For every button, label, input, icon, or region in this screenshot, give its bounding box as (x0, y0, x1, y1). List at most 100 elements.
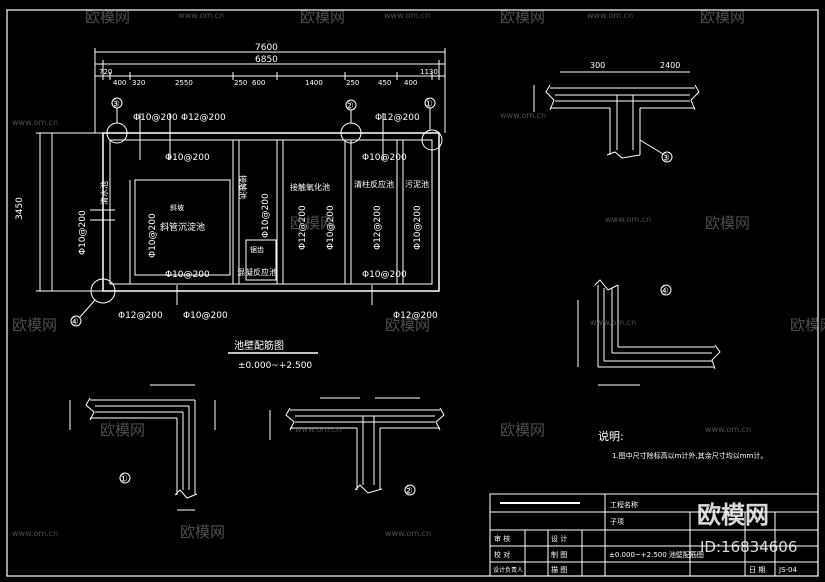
watermark-brand-11: 欧模网 (500, 421, 545, 439)
plan-elevation: ±0.000~+2.500 (238, 361, 312, 371)
room-coagulation: 混凝反应池 (237, 267, 277, 277)
small-label: 锯齿 (250, 245, 264, 254)
tb-role-8: 描 图 (551, 565, 567, 574)
tb-role-5: 设 计 (551, 534, 567, 543)
watermark-brand-6: 欧模网 (705, 214, 750, 232)
detail-3 (533, 71, 700, 163)
notes-line-1: 1.图中尺寸除标高以m计外,其余尺寸均以mm计。 (612, 451, 767, 460)
room-sludge: 污泥池 (405, 179, 429, 189)
tb-role-1: 审 核 (494, 534, 510, 543)
room-oxidation: 接触氧化池 (290, 182, 330, 192)
reaction-box (245, 239, 277, 281)
watermark-url-6: www.om.cn (605, 215, 651, 224)
watermark-brand-8: 欧模网 (385, 316, 430, 334)
room-clear-water: 清水池 (99, 181, 109, 205)
watermark-url-1: www.om.cn (178, 11, 224, 20)
detail-1 (69, 384, 216, 511)
watermark-brand-1: 欧模网 (85, 8, 130, 26)
watermark-url-10: www.om.cn (12, 529, 58, 538)
dim-top-9: 400 (404, 79, 417, 87)
watermark-url-11: www.om.cn (385, 529, 431, 538)
rebar-label-11: Φ10@200 (78, 210, 88, 255)
dim-top-8: 450 (378, 79, 391, 87)
plan-inner-wall (109, 139, 433, 285)
marker-4: ④ (70, 317, 79, 328)
dim-top-4: 250 (234, 79, 247, 87)
rebar-label-8: Φ12@200 (118, 311, 163, 321)
tb-role-7: 制 图 (551, 550, 567, 559)
watermark-url-5: www.om.cn (500, 111, 546, 120)
detail-4 (577, 279, 721, 386)
watermark-url-7: www.om.cn (590, 318, 636, 327)
dim-top-5: 600 (252, 79, 265, 87)
rebar-label-7: Φ10@200 (362, 270, 407, 280)
slope-label: 斜坡 (170, 203, 184, 212)
watermark-brand-4: 欧模网 (700, 8, 745, 26)
tb-date-label: 日 期 (749, 566, 765, 574)
room-reaction: 清柱反应池 (354, 179, 394, 189)
watermark-brand-10: 欧模网 (100, 421, 145, 439)
dim-top-3: 2550 (175, 79, 193, 87)
dim-top-2: 320 (132, 79, 145, 87)
watermark-brand-2: 欧模网 (300, 8, 345, 26)
marker-4-circle (70, 315, 82, 327)
tb-role-2: 校 对 (494, 550, 510, 559)
room-contact: 接触池 (238, 175, 248, 199)
tb-sub-label: 子项 (610, 518, 624, 526)
rebar-label-3: Φ10@200 (165, 153, 210, 163)
watermark-brand-3: 欧模网 (500, 8, 545, 26)
watermark-brand-large: 欧模网 (697, 501, 769, 529)
dim-inner-width: 6850 (255, 55, 278, 65)
room-inclined-tube: 斜管沉淀池 (160, 221, 205, 233)
detail-1-marker: ① (119, 474, 128, 485)
dim-top-1: 400 (113, 79, 126, 87)
watermark-url-4: www.om.cn (12, 118, 58, 127)
tb-role-3: 设计负责人 (493, 566, 523, 574)
detail-3-marker: ③ (661, 153, 670, 164)
watermark-id: ID:16834606 (700, 538, 797, 556)
marker-3: ③ (111, 99, 120, 110)
detail-3-dim-1: 300 (590, 61, 605, 70)
dim-top-7: 250 (346, 79, 359, 87)
detail-3-dim-2: 2400 (660, 61, 680, 70)
watermark-url-8: www.om.cn (295, 425, 341, 434)
plan-outer-wall (102, 132, 440, 292)
plan-title: 池壁配筋图 (234, 339, 284, 352)
dim-height: 3450 (15, 197, 25, 220)
watermark-brand-9: 欧模网 (790, 316, 825, 334)
detail-2 (269, 397, 445, 496)
tb-drawing-name: ±0.000~+2.500 池壁配筋图 (609, 550, 704, 559)
rebar-label-15: Φ10@200 (326, 205, 336, 250)
rebar-label-10: Φ12@200 (393, 311, 438, 321)
watermark-url-3: www.om.cn (587, 11, 633, 20)
dim-top-0: 720 (99, 68, 112, 76)
sedimentation-box (134, 179, 231, 276)
rebar-label-13: Φ10@200 (261, 193, 271, 238)
plan-view (36, 48, 446, 354)
sheet-border (6, 9, 819, 577)
rebar-label-4: Φ12@200 (375, 113, 420, 123)
watermark-layer: 欧模网 欧模网 欧模网 欧模网 www.om.cn www.om.cn www.… (12, 8, 825, 541)
dim-top-10: 1130 (420, 68, 438, 76)
watermark-url-2: www.om.cn (384, 11, 430, 20)
rebar-label-6: Φ10@200 (165, 270, 210, 280)
tb-sheet-no: JS-04 (778, 566, 797, 574)
rebar-label-9: Φ10@200 (183, 311, 228, 321)
rebar-label-16: Φ12@200 (373, 205, 383, 250)
detail-4-marker: ④ (660, 286, 669, 297)
watermark-url-9: www.om.cn (705, 425, 751, 434)
title-block (489, 493, 819, 577)
dim-top-6: 1400 (305, 79, 323, 87)
rebar-label-5: Φ10@200 (362, 153, 407, 163)
watermark-brand-7: 欧模网 (12, 316, 57, 334)
watermark-brand-5: 欧模网 (290, 214, 335, 232)
notes-heading: 说明: (598, 429, 624, 443)
rebar-label-14: Φ12@200 (298, 205, 308, 250)
dim-overall-width: 7600 (255, 43, 278, 53)
watermark-brand-12: 欧模网 (180, 523, 225, 541)
marker-1: ① (424, 99, 433, 110)
rebar-label-17: Φ10@200 (413, 205, 423, 250)
marker-2: ② (345, 101, 354, 112)
